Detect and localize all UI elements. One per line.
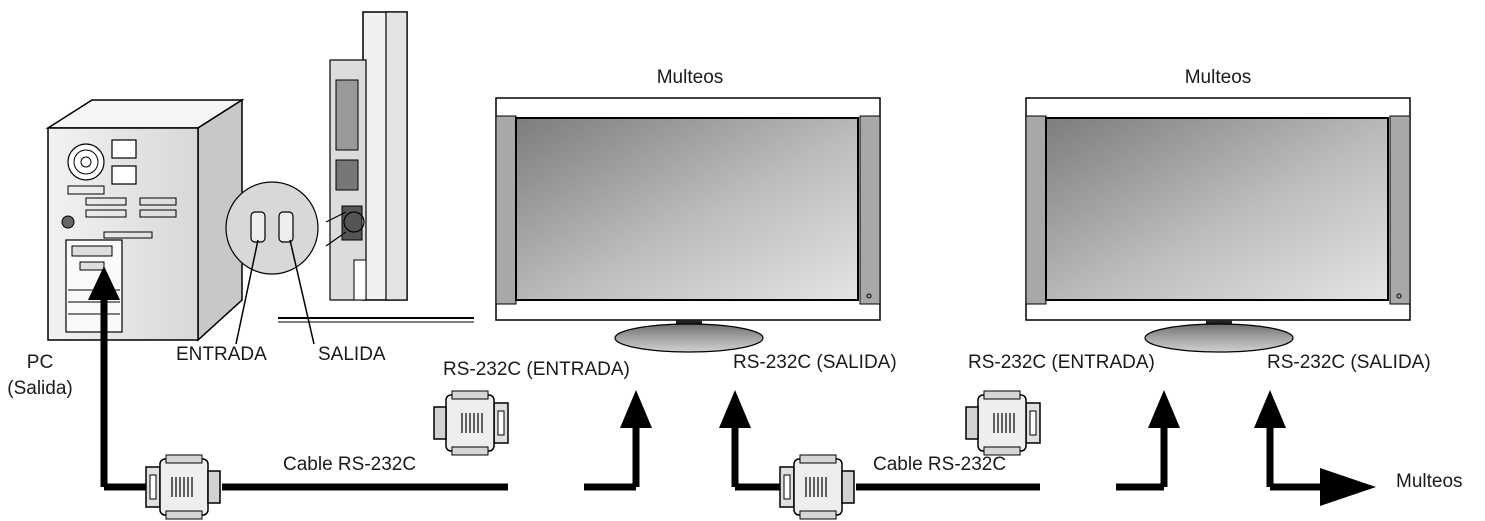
m2-port-out-label: RS-232C (SALIDA): [1267, 352, 1431, 373]
arrow-up-m1-in: [620, 390, 652, 428]
pc-tower: [45, 98, 245, 342]
pc-label-line2: (Salida): [7, 378, 73, 399]
pc-label-line1: PC: [26, 352, 54, 373]
cable-2-label: Cable RS-232C: [873, 454, 1007, 475]
next-device-label: Multeos: [1396, 471, 1463, 492]
arrow-up-m2-out: [1254, 390, 1286, 428]
monitor-side-view: [278, 11, 474, 323]
monitor-1-title: Multeos: [656, 67, 724, 88]
port-zoom-callout: [225, 181, 365, 345]
arrow-up-pc: [88, 266, 120, 300]
cable-run-2: [719, 390, 1180, 491]
connector-1b: [433, 390, 509, 456]
cable-1-label: Cable RS-232C: [283, 454, 417, 475]
connector-2a: [779, 454, 855, 520]
arrow-up-m2-in: [1148, 390, 1180, 428]
arrow-up-m1-out: [719, 390, 751, 428]
m1-port-in-label: RS-232C (ENTRADA): [443, 359, 630, 380]
cable-run-1: [88, 266, 652, 491]
monitor-1: [495, 97, 881, 353]
monitor-2: [1025, 97, 1411, 353]
m1-port-out-label: RS-232C (SALIDA): [733, 352, 897, 373]
connector-1a: [145, 454, 221, 520]
cable-run-3: [1254, 390, 1376, 506]
side-port-in-label: ENTRADA: [176, 344, 267, 365]
side-port-out-label: SALIDA: [318, 344, 386, 365]
connector-2b: [965, 390, 1041, 456]
m2-port-in-label: RS-232C (ENTRADA): [968, 352, 1155, 373]
arrow-right-next: [1320, 468, 1376, 506]
monitor-2-title: Multeos: [1184, 67, 1252, 88]
